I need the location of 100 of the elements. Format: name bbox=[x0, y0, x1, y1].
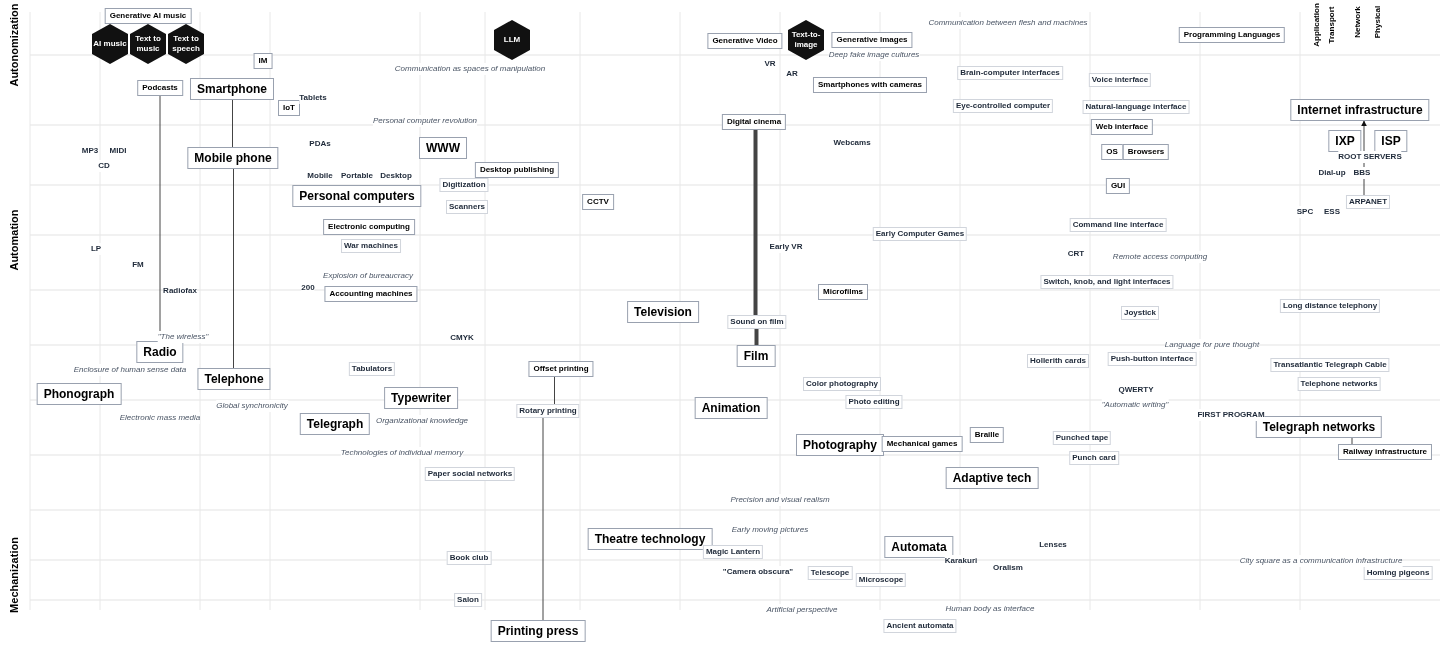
label-box: Voice interface bbox=[1088, 73, 1152, 87]
label-box: IM bbox=[253, 53, 273, 69]
label-box: Eye-controlled computer bbox=[952, 99, 1054, 113]
section-note: "The wireless" bbox=[157, 331, 209, 343]
label-box: Automata bbox=[884, 536, 954, 558]
label-box: Telescope bbox=[807, 566, 853, 580]
label-box: Telephone bbox=[197, 368, 271, 390]
text-label: CD bbox=[98, 160, 110, 172]
label-box: Printing press bbox=[490, 620, 586, 642]
label-box: Long distance telephony bbox=[1279, 299, 1381, 313]
text-label: Desktop bbox=[380, 170, 412, 182]
label-box: Podcasts bbox=[137, 80, 183, 96]
label-box: CCTV bbox=[582, 194, 614, 210]
label-box: Generative Video bbox=[707, 33, 783, 49]
hexagon-node: AI music bbox=[92, 24, 128, 64]
label-box: Television bbox=[627, 301, 699, 323]
section-note: Technologies of individual memory bbox=[340, 447, 464, 459]
label-box: Mobile phone bbox=[187, 147, 279, 169]
section-note: Communication as spaces of manipulation bbox=[394, 63, 546, 75]
label-box: ARPANET bbox=[1345, 195, 1391, 209]
row-label: Autonomization bbox=[6, 3, 21, 87]
label-box: OS bbox=[1101, 144, 1123, 160]
label-box: Natural-language interface bbox=[1082, 100, 1190, 114]
label-box: Switch, knob, and light interfaces bbox=[1040, 275, 1174, 289]
section-note: Human body as interface bbox=[945, 603, 1035, 615]
text-label: BBS bbox=[1353, 167, 1371, 179]
section-note: Deep fake image cultures bbox=[828, 49, 920, 61]
row-label: Transport bbox=[1326, 6, 1338, 44]
section-note: Early moving pictures bbox=[731, 524, 809, 536]
section-note: Explosion of bureaucracy bbox=[323, 270, 413, 282]
label-box: Smartphones with cameras bbox=[813, 77, 927, 93]
label-box: Telephone networks bbox=[1297, 377, 1381, 391]
label-box: Paper social networks bbox=[424, 467, 516, 481]
label-box: Punch card bbox=[1069, 451, 1119, 465]
label-box: Generative AI music bbox=[104, 8, 192, 24]
text-label: QWERTY bbox=[1118, 384, 1154, 396]
label-box: Mechanical games bbox=[881, 436, 963, 452]
label-box: Brain-computer interfaces bbox=[957, 66, 1063, 80]
connector-line bbox=[542, 417, 544, 621]
text-label: LP bbox=[90, 243, 102, 255]
connector-line bbox=[1351, 437, 1353, 445]
hexagon-node: Text-to-image bbox=[788, 20, 824, 60]
label-box: Phonograph bbox=[36, 383, 122, 405]
hexagon-node: LLM bbox=[494, 20, 530, 60]
text-label: Early VR bbox=[769, 241, 803, 253]
hexagon-node: Text to music bbox=[130, 24, 166, 64]
label-box: Browsers bbox=[1122, 144, 1170, 160]
label-box: Early Computer Games bbox=[872, 227, 968, 241]
label-box: Film bbox=[736, 345, 776, 367]
connector-line bbox=[554, 376, 555, 405]
label-box: Color photography bbox=[803, 377, 881, 391]
label-box: IoT bbox=[278, 100, 300, 116]
section-note: "Automatic writing" bbox=[1101, 399, 1169, 411]
connector-line bbox=[232, 99, 233, 148]
row-label: Mechanization bbox=[6, 537, 21, 613]
label-box: Book club bbox=[446, 551, 492, 565]
label-box: Accounting machines bbox=[324, 286, 418, 302]
label-box: Theatre technology bbox=[587, 528, 713, 550]
label-box: Push-button interface bbox=[1107, 352, 1197, 366]
label-box: Programming Languages bbox=[1178, 27, 1286, 43]
label-box: Typewriter bbox=[384, 387, 458, 409]
label-box: WWW bbox=[419, 137, 467, 159]
label-box: Punched tape bbox=[1052, 431, 1112, 445]
label-box: Telegraph networks bbox=[1255, 416, 1383, 438]
label-box: Offset printing bbox=[528, 361, 594, 377]
label-box: Animation bbox=[694, 397, 768, 419]
label-box: Braille bbox=[969, 427, 1005, 443]
row-label: Automation bbox=[6, 209, 21, 271]
section-note: Remote access computing bbox=[1112, 251, 1208, 263]
label-box: Telegraph bbox=[299, 413, 371, 435]
label-box: Electronic computing bbox=[323, 219, 415, 235]
connector-line bbox=[753, 130, 758, 315]
label-box: IXP bbox=[1328, 130, 1362, 152]
section-note: Precision and visual realism bbox=[730, 494, 830, 506]
label-box: Salon bbox=[454, 593, 482, 607]
text-label: Dial-up bbox=[1318, 167, 1346, 179]
label-box: Radio bbox=[136, 341, 184, 363]
hexagon-node: Text to speech bbox=[168, 24, 204, 64]
text-label: FIRST PROGRAM bbox=[1197, 409, 1265, 421]
section-note: Organizational knowledge bbox=[375, 415, 469, 427]
section-note: Enclosure of human sense data bbox=[73, 364, 187, 376]
label-box: Hollerith cards bbox=[1027, 354, 1089, 368]
text-label: Karakuri bbox=[944, 555, 978, 567]
section-note: Artificial perspective bbox=[766, 604, 838, 616]
label-box: Sound on film bbox=[727, 315, 787, 329]
text-label: Tablets bbox=[299, 92, 327, 104]
label-box: GUI bbox=[1105, 178, 1131, 194]
label-box: Personal computers bbox=[292, 185, 422, 207]
label-box: Joystick bbox=[1121, 306, 1159, 320]
label-box: Homing pigeons bbox=[1363, 566, 1433, 580]
label-box: Desktop publishing bbox=[474, 162, 560, 178]
label-box: Smartphone bbox=[190, 78, 274, 100]
label-box: Microfilms bbox=[818, 284, 868, 300]
label-box: ISP bbox=[1374, 130, 1408, 152]
section-note: Communication between flesh and machines bbox=[928, 17, 1088, 29]
label-box: Generative Images bbox=[831, 32, 913, 48]
label-box: Transatlantic Telegraph Cable bbox=[1270, 358, 1390, 372]
row-label: Application bbox=[1311, 3, 1323, 47]
label-box: Internet infrastructure bbox=[1290, 99, 1430, 121]
label-box: Railway infrastructure bbox=[1338, 444, 1432, 460]
